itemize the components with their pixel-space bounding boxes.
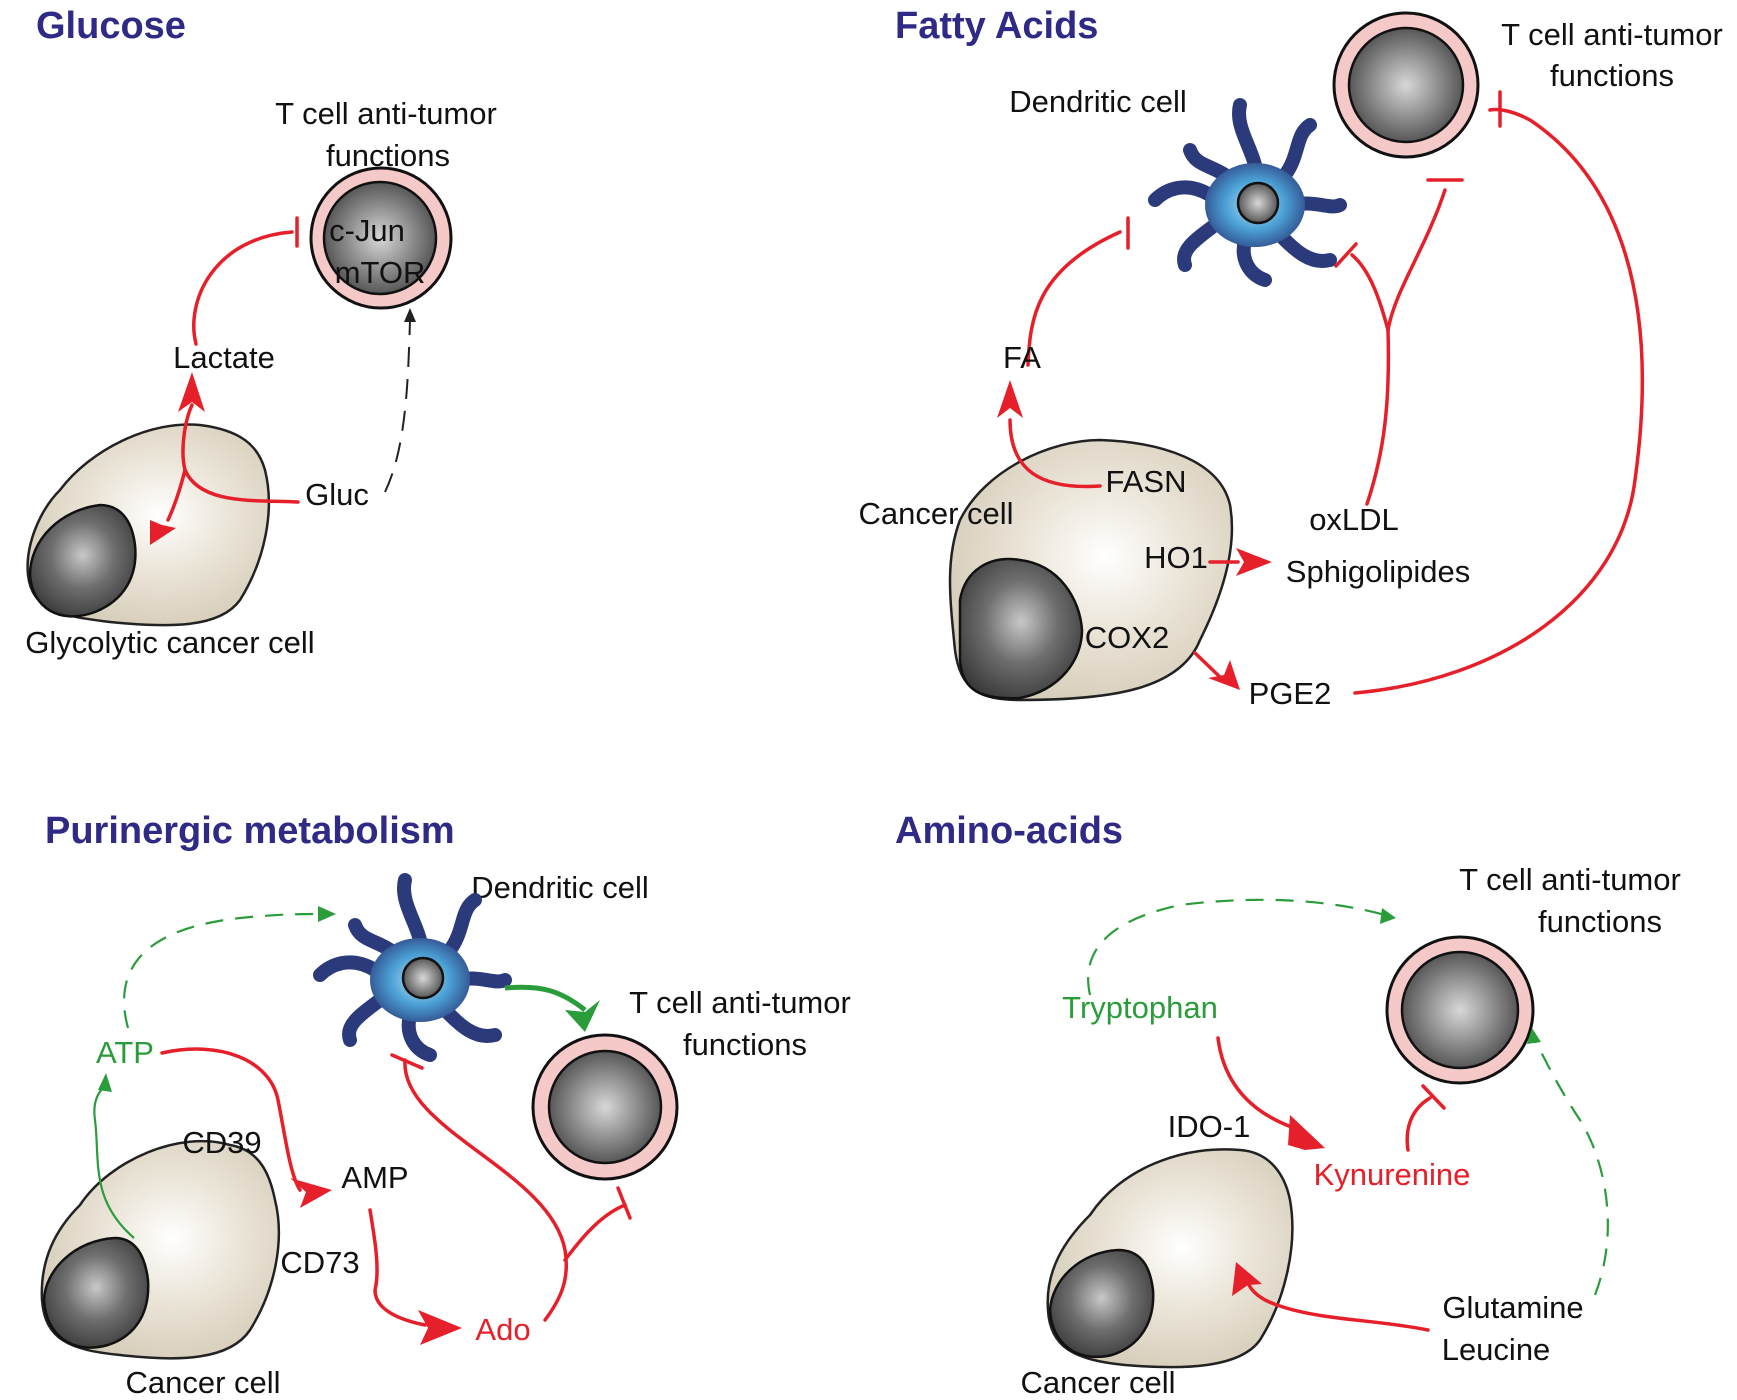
kynurenine-label: Kynurenine bbox=[1314, 1157, 1471, 1192]
inhibition-bar bbox=[1421, 1084, 1446, 1110]
leucine-label: Leucine bbox=[1442, 1332, 1551, 1367]
ido1-label: IDO-1 bbox=[1168, 1109, 1251, 1144]
gluc-uptake-arrow bbox=[166, 468, 187, 522]
arrow-head bbox=[1232, 1262, 1262, 1296]
tryptophan-to-tcell-dashed-arrow bbox=[1087, 898, 1386, 996]
cancer-cell-label: Cancer cell bbox=[125, 1365, 280, 1400]
panel-amino-acids: Amino-acids T cell anti-tumor functions … bbox=[895, 810, 1681, 1400]
panel-title: Amino-acids bbox=[895, 810, 1123, 852]
panel-title: Fatty Acids bbox=[895, 5, 1098, 47]
cjun-label: c-Jun bbox=[329, 213, 405, 248]
tcell-label-line2: functions bbox=[683, 1027, 807, 1062]
panel-glucose: Glucose T cell anti-tumor functions c-Ju… bbox=[25, 5, 497, 660]
lactate-label: Lactate bbox=[173, 340, 275, 375]
panel-title: Glucose bbox=[36, 5, 186, 47]
atp-label: ATP bbox=[96, 1035, 154, 1070]
sphingolipids-label: Sphigolipides bbox=[1286, 554, 1470, 589]
panel-fatty-acids: Fatty Acids T cell anti-tumor functions … bbox=[858, 5, 1722, 711]
arrow-head bbox=[178, 372, 205, 412]
atp-to-dc-dashed-arrow bbox=[122, 912, 321, 1029]
gluc-to-mtor-dashed-arrow bbox=[384, 319, 411, 493]
dendritic-cell-label: Dendritic cell bbox=[471, 870, 648, 905]
arrow-head bbox=[318, 906, 336, 922]
t-cell bbox=[1385, 935, 1535, 1085]
glutamine-to-tcell-dashed-arrow bbox=[1534, 1039, 1609, 1296]
mtor-label: mTOR bbox=[335, 255, 426, 290]
cancer-cell bbox=[1046, 1148, 1294, 1369]
inhibition-bar bbox=[390, 1053, 424, 1070]
oxldl-to-tcell-inhibition bbox=[1386, 188, 1447, 332]
tryptophan-label: Tryptophan bbox=[1062, 990, 1218, 1025]
arrow-head bbox=[1527, 1028, 1541, 1044]
amp-label: AMP bbox=[341, 1160, 408, 1195]
panel-title: Purinergic metabolism bbox=[45, 810, 455, 852]
tcell-label-line2: functions bbox=[1538, 904, 1662, 939]
fa-inhibition-line bbox=[1026, 230, 1122, 367]
arrow-head bbox=[98, 1073, 112, 1092]
arrow-head bbox=[290, 1178, 332, 1208]
arrow-head bbox=[565, 1000, 600, 1032]
cancer-cell-label: Cancer cell bbox=[1020, 1365, 1175, 1400]
arrow-head bbox=[997, 380, 1023, 418]
fa-label: FA bbox=[1003, 340, 1041, 375]
glycolytic-cancer-cell bbox=[26, 423, 271, 627]
arrow-head bbox=[150, 520, 176, 545]
arrow-head bbox=[1208, 660, 1240, 690]
pge2-to-tcell-inhibition bbox=[1353, 107, 1645, 695]
arrow-head bbox=[418, 1310, 462, 1345]
tcell-label-line1: T cell anti-tumor bbox=[1501, 17, 1723, 52]
pge2-label: PGE2 bbox=[1249, 676, 1332, 711]
cd39-label: CD39 bbox=[182, 1125, 261, 1160]
fasn-to-fa-arrow bbox=[1008, 418, 1102, 489]
tcell-label-line1: T cell anti-tumor bbox=[1459, 862, 1681, 897]
cancer-cell-label: Glycolytic cancer cell bbox=[25, 625, 314, 660]
tcell-label-line1: T cell anti-tumor bbox=[275, 96, 497, 131]
cd73-label: CD73 bbox=[280, 1245, 359, 1280]
glutamine-uptake-arrow bbox=[1246, 1280, 1430, 1332]
tcell-label-line1: T cell anti-tumor bbox=[629, 985, 851, 1020]
arrow-head bbox=[1236, 548, 1272, 576]
gluc-to-lactate-arrow bbox=[181, 403, 300, 504]
amp-to-ado-arrow bbox=[368, 1208, 427, 1327]
ado-to-tcell-inhibition bbox=[563, 1203, 627, 1262]
dc-to-tcell-arrow bbox=[504, 984, 587, 1012]
atp-to-amp-arrow bbox=[160, 1047, 302, 1192]
panel-purinergic: Purinergic metabolism Dendritic cell T c… bbox=[40, 810, 851, 1400]
t-cell bbox=[309, 166, 453, 310]
cox2-arrow-line bbox=[1193, 651, 1222, 679]
lactate-inhibition-line bbox=[192, 230, 294, 346]
kynurenine-to-tcell-inhibition bbox=[1405, 1096, 1432, 1152]
t-cell bbox=[1332, 11, 1480, 159]
arrow-head bbox=[1288, 1115, 1325, 1150]
dendritic-cell bbox=[313, 873, 512, 1062]
oxldl-label: oxLDL bbox=[1309, 502, 1399, 537]
arrow-head bbox=[404, 308, 416, 322]
gluc-label: Gluc bbox=[305, 477, 369, 512]
ho1-label: HO1 bbox=[1144, 540, 1208, 575]
inhibition-bar bbox=[1334, 242, 1358, 268]
ado-label: Ado bbox=[475, 1312, 530, 1347]
arrow-head bbox=[1380, 908, 1396, 924]
inhibition-bar bbox=[616, 1186, 632, 1220]
tryptophan-to-kynurenine-arrow bbox=[1216, 1036, 1302, 1132]
oxldl-stem bbox=[1365, 328, 1391, 506]
oxldl-to-dc-inhibition bbox=[1350, 253, 1390, 332]
dendritic-cell-label: Dendritic cell bbox=[1009, 84, 1186, 119]
tcell-label-line2: functions bbox=[1550, 58, 1674, 93]
fasn-label: FASN bbox=[1106, 464, 1187, 499]
glutamine-label: Glutamine bbox=[1442, 1290, 1583, 1325]
cancer-cell-label: Cancer cell bbox=[858, 496, 1013, 531]
cancer-cell bbox=[40, 1139, 281, 1360]
dendritic-cell bbox=[1148, 98, 1347, 287]
ado-to-dc-inhibition bbox=[403, 1058, 568, 1322]
cox2-label: COX2 bbox=[1085, 620, 1169, 655]
t-cell bbox=[531, 1033, 679, 1181]
cancer-cell bbox=[948, 438, 1234, 702]
cell-to-atp-arrow bbox=[93, 1084, 135, 1239]
